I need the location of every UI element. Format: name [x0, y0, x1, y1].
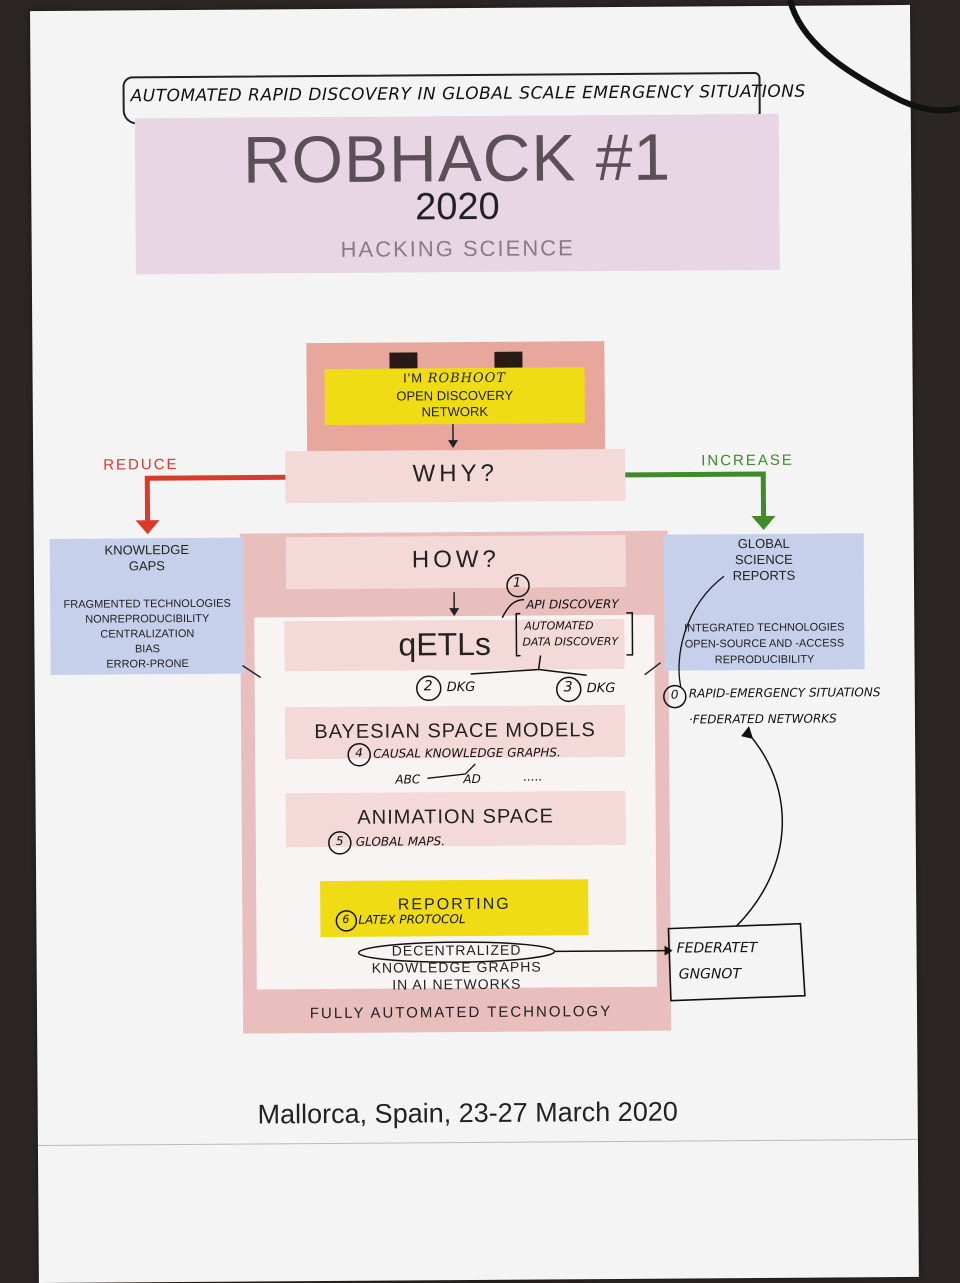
federated-text: GNGNOT — [679, 966, 741, 982]
hand-connector — [502, 600, 524, 618]
hand-split — [471, 655, 587, 676]
decentralized-to-federated-arrow — [555, 951, 669, 952]
hand-bracket-1 — [516, 614, 520, 656]
federated-text: FEDERATET — [677, 940, 758, 957]
footer-location: Mallorca, Spain, 23-27 March 2020 — [98, 1095, 838, 1131]
note-1-text: AUTOMATED — [524, 619, 593, 632]
poster-sheet: AUTOMATED RAPID DISCOVERY IN GLOBAL SCAL… — [30, 5, 919, 1283]
note-4-sub: ..... — [523, 770, 542, 784]
increase-arrow — [625, 474, 763, 523]
note-1-text: DATA DISCOVERY — [522, 635, 618, 649]
increase-arrowhead — [752, 516, 776, 530]
note-2-number: 2 — [424, 678, 433, 694]
federated-to-networks-arrow — [735, 732, 783, 926]
note-3-number: 3 — [564, 679, 573, 695]
reduce-arrowhead — [136, 520, 160, 534]
hand-bracket-2 — [626, 613, 632, 655]
note-4-text: CAUSAL KNOWLEDGE GRAPHS. — [373, 745, 561, 760]
note-1-number: 1 — [513, 576, 521, 591]
arrows-layer — [30, 5, 918, 1191]
note-4-number: 4 — [355, 746, 363, 760]
robot-to-why-arrowhead — [448, 440, 458, 448]
note-0-number: 0 — [671, 688, 679, 702]
note-5-number: 5 — [336, 834, 344, 848]
note-1-text: API DISCOVERY — [526, 597, 619, 612]
decentralized-ellipse — [359, 941, 555, 962]
how-to-qetls-arrowhead — [449, 608, 459, 616]
note-0-text: ·FEDERATED NETWORKS — [689, 711, 837, 726]
federated-to-networks-arrowhead — [741, 726, 753, 739]
note-3-text: DKG — [587, 681, 616, 696]
note-4-sub: AD — [463, 772, 481, 786]
note-2-text: DKG — [447, 680, 476, 695]
federated-box — [668, 924, 805, 1001]
reduce-arrow — [147, 477, 285, 526]
gaps-to-frame-arrow — [243, 665, 261, 677]
note-4-sub: ABC — [395, 772, 420, 786]
reports-to-note-curve — [678, 576, 724, 686]
reports-to-frame-arrow — [645, 663, 661, 675]
note-6-number: 6 — [342, 913, 349, 926]
note-6-text: LATEX PROTOCOL — [358, 912, 465, 927]
cable-decoration — [0, 0, 960, 130]
note-5-text: GLOBAL MAPS. — [356, 834, 445, 849]
note-0-text: RAPID-EMERGENCY SITUATIONS — [689, 685, 881, 700]
